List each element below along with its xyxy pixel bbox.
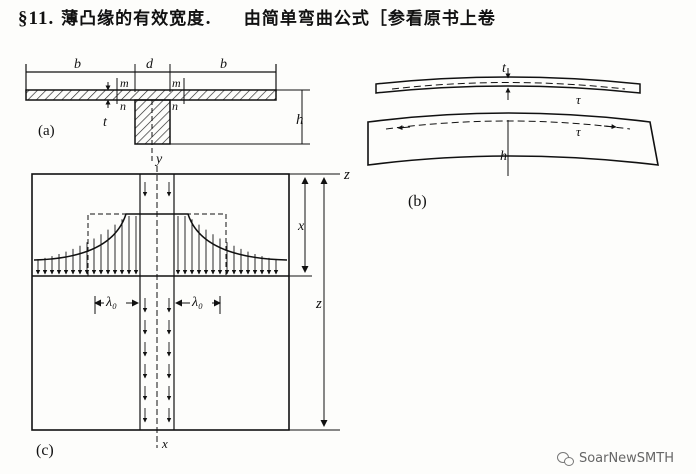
label-x-axis: x (161, 436, 168, 451)
label-n-left: n (120, 99, 126, 113)
label-d: d (146, 57, 154, 72)
label-h-b: h (500, 149, 507, 164)
label-lambda-left: λ₀ (105, 295, 117, 310)
label-n-right: n (172, 99, 178, 113)
label-b-left: b (74, 57, 81, 72)
label-b-right: b (220, 57, 227, 72)
panel-a: b d b m m n n t h y (a) (25, 57, 310, 167)
label-z-top: z (343, 167, 350, 183)
label-t: t (103, 115, 108, 130)
page-heading: §11. 薄凸缘的有效宽度. 由简单弯曲公式［参看原书上卷 (18, 4, 496, 30)
label-tau-top: τ (576, 92, 582, 107)
label-x-dim: x (297, 219, 305, 234)
section-number: §11. (18, 8, 55, 29)
caption-a: (a) (38, 123, 55, 139)
watermark: SoarNewSMTH (556, 451, 674, 466)
caption-b: (b) (408, 193, 427, 210)
watermark-text: SoarNewSMTH (578, 451, 674, 466)
label-z-dim: z (315, 296, 322, 312)
caption-c: (c) (36, 442, 54, 459)
panel-b: t τ h τ (b) (367, 61, 659, 210)
wechat-icon (556, 451, 574, 466)
label-lambda-right: λ₀ (191, 295, 203, 310)
section-title: 薄凸缘的有效宽度. (61, 9, 213, 29)
label-t-b: t (502, 61, 507, 76)
label-tau-bottom: τ (576, 124, 582, 139)
panel-c: λ₀ λ₀ x z z x (c) (31, 166, 350, 459)
label-h: h (296, 112, 304, 128)
label-m-right: m (172, 76, 181, 90)
label-y: y (154, 152, 163, 167)
label-m-left: m (120, 76, 129, 90)
heading-continuation: 由简单弯曲公式［参看原书上卷 (243, 9, 496, 29)
